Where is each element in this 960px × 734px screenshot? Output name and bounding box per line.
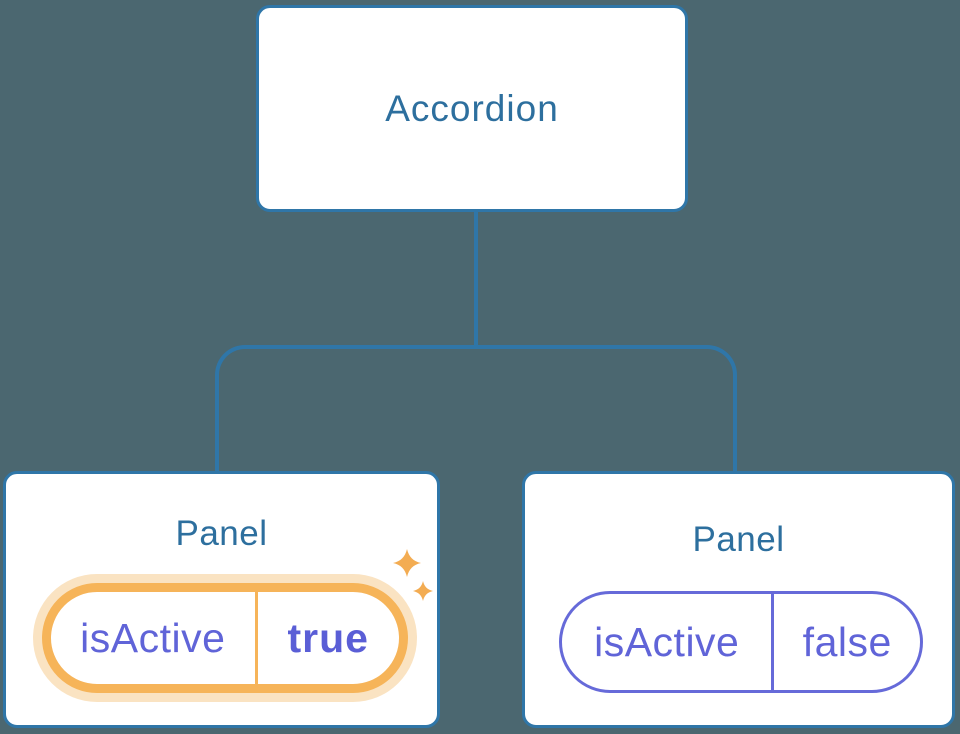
node-panel-inactive: Panel isActive false	[522, 471, 955, 728]
pill-divider	[771, 594, 775, 690]
panel-title: Panel	[692, 520, 785, 559]
node-panel-active: Panel isActive true	[3, 471, 440, 728]
sparkle-icon	[413, 581, 433, 601]
prop-name-label: isActive	[80, 614, 226, 661]
prop-value-label: false	[802, 618, 892, 665]
connector-bracket	[215, 345, 737, 472]
node-accordion: Accordion	[256, 5, 688, 212]
prop-value-label: true	[287, 614, 369, 661]
prop-name-label: isActive	[594, 618, 740, 665]
prop-pill-inactive: isActive false	[559, 591, 923, 693]
panel-title: Panel	[175, 514, 268, 553]
pill-divider	[254, 592, 258, 684]
sparkle-icon	[393, 549, 421, 577]
prop-pill-active: isActive true	[42, 583, 408, 693]
connector-stem	[474, 211, 478, 349]
node-accordion-label: Accordion	[385, 87, 559, 129]
